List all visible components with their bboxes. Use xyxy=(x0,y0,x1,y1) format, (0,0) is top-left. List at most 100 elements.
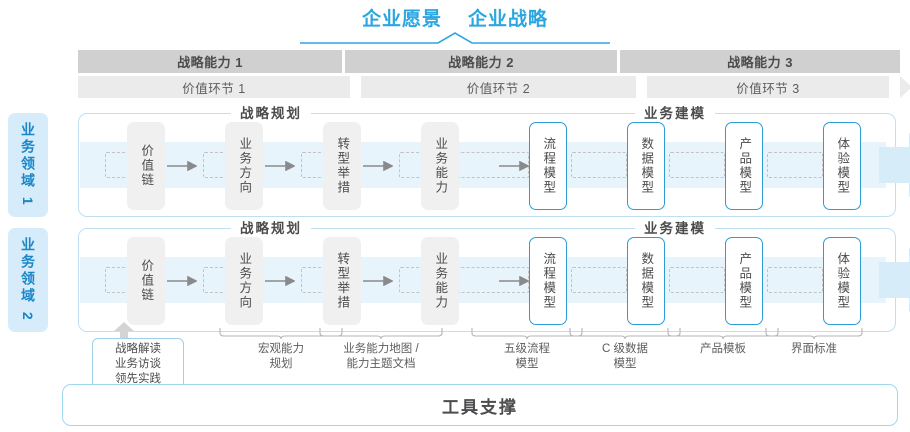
node-business-direction-1[interactable]: 业务方向 xyxy=(225,122,263,210)
domain-label-2[interactable]: 业务领域 2 xyxy=(8,228,48,332)
node-label: 体验模型 xyxy=(835,252,850,310)
node-transformation-measures-2[interactable]: 转型举措 xyxy=(323,237,361,325)
flow-arrow-icon xyxy=(167,276,197,286)
annotation-brace-icon xyxy=(765,328,863,340)
annotation-line: 业务能力地图 / xyxy=(343,343,419,355)
annotation-line: 五级流程 xyxy=(504,343,550,355)
node-data-model-2[interactable]: 数据模型 xyxy=(627,237,665,325)
annotation-line: 产品模板 xyxy=(700,343,746,355)
domain-row-1: 战略规划 业务建模 价值链 业务方向 转型举措 业务能力 流程模型 数 xyxy=(78,105,910,217)
node-label: 产品模型 xyxy=(737,252,752,310)
dashed-segment xyxy=(767,152,823,178)
node-business-capability-1[interactable]: 业务能力 xyxy=(421,122,459,210)
node-experience-model-1[interactable]: 体验模型 xyxy=(823,122,861,210)
dashed-segment xyxy=(669,267,725,293)
annotation-line: 规划 xyxy=(269,358,293,370)
annotation-brace-icon xyxy=(667,328,779,340)
node-label: 转型举措 xyxy=(335,137,350,195)
flow-arrow-icon xyxy=(265,161,295,171)
node-process-model-1[interactable]: 流程模型 xyxy=(529,122,567,210)
title-enterprise-vision: 企业愿景 xyxy=(361,9,442,30)
section-title-business-modeling-2: 业务建模 xyxy=(635,220,715,238)
capability-cell-1[interactable]: 战略能力 1 xyxy=(78,50,342,73)
dashed-segment xyxy=(399,152,529,178)
node-business-direction-2[interactable]: 业务方向 xyxy=(225,237,263,325)
section-title-strategy-planning-2: 战略规划 xyxy=(231,220,311,238)
annotation-line: 宏观能力 xyxy=(258,343,304,355)
flow-arrow-icon xyxy=(363,161,393,171)
node-label: 价值链 xyxy=(139,144,154,188)
value-chain-label-1: 价值环节 1 xyxy=(182,81,246,96)
annotation-ui-standard: 界面标准 xyxy=(764,342,864,357)
annotation-brace-icon xyxy=(319,328,443,340)
dashed-segment xyxy=(571,267,627,293)
diagram-title-group: 企业愿景 企业战略 xyxy=(0,4,910,31)
node-label: 业务能力 xyxy=(433,252,448,310)
dashed-segment xyxy=(669,152,725,178)
annotation-line: 能力主题文档 xyxy=(346,358,416,370)
dashed-segment xyxy=(571,152,627,178)
node-label: 业务能力 xyxy=(433,137,448,195)
node-label: 数据模型 xyxy=(639,252,654,310)
flow-arrow-icon xyxy=(167,161,197,171)
section-title-business-modeling-1: 业务建模 xyxy=(635,105,715,123)
chevron-notch-icon xyxy=(350,76,361,98)
annotation-macro-capability-planning: 宏观能力 规划 xyxy=(218,342,344,372)
section-title-strategy-planning-1: 战略规划 xyxy=(231,105,311,123)
node-label: 流程模型 xyxy=(541,137,556,195)
capability-cell-3[interactable]: 战略能力 3 xyxy=(620,50,900,73)
flow-arrow-icon xyxy=(499,276,529,286)
node-label: 价值链 xyxy=(139,259,154,303)
node-label: 体验模型 xyxy=(835,137,850,195)
flow-arrow-icon xyxy=(265,276,295,286)
title-enterprise-strategy: 企业战略 xyxy=(468,9,549,30)
node-value-chain-1[interactable]: 价值链 xyxy=(127,122,165,210)
node-label: 数据模型 xyxy=(639,137,654,195)
node-experience-model-2[interactable]: 体验模型 xyxy=(823,237,861,325)
value-chain-cell-1[interactable]: 价值环节 1 xyxy=(78,76,361,98)
node-value-chain-2[interactable]: 价值链 xyxy=(127,237,165,325)
node-label: 业务方向 xyxy=(237,137,252,195)
node-business-capability-2[interactable]: 业务能力 xyxy=(421,237,459,325)
annotation-five-level-process-model: 五级流程 模型 xyxy=(470,342,584,372)
annotation-line: 模型 xyxy=(613,358,637,370)
value-chain-cell-3[interactable]: 价值环节 3 xyxy=(647,76,889,98)
node-product-model-2[interactable]: 产品模型 xyxy=(725,237,763,325)
value-chain-cell-2[interactable]: 价值环节 2 xyxy=(361,76,647,98)
value-chain-label-3: 价值环节 3 xyxy=(736,81,800,96)
node-label: 产品模型 xyxy=(737,137,752,195)
annotation-line: 界面标准 xyxy=(791,343,837,355)
annotation-group: 战略解读 业务访谈 领先实践 宏观能力 规划 业务能力地图 / 能力主题文档 五… xyxy=(0,322,910,391)
domain-row-2: 战略规划 业务建模 价值链 业务方向 转型举措 业务能力 流程模型 数据模型 产… xyxy=(78,220,910,332)
node-product-model-1[interactable]: 产品模型 xyxy=(725,122,763,210)
domain-label-2-text: 业务领域 2 xyxy=(20,237,36,323)
node-data-model-1[interactable]: 数据模型 xyxy=(627,122,665,210)
dashed-segment xyxy=(399,267,529,293)
annotation-line: C 级数据 xyxy=(602,343,648,355)
value-chain-arrow-tip-icon xyxy=(900,76,910,98)
capability-cell-2[interactable]: 战略能力 2 xyxy=(345,50,617,73)
tool-support-label: 工具支撑 xyxy=(442,397,518,417)
annotation-c-level-data-model: C 级数据 模型 xyxy=(568,342,682,372)
flow-arrow-icon xyxy=(363,276,393,286)
annotation-line: 战略解读 xyxy=(115,343,161,355)
node-process-model-2[interactable]: 流程模型 xyxy=(529,237,567,325)
node-transformation-measures-1[interactable]: 转型举措 xyxy=(323,122,361,210)
value-chain-row: 价值环节 1 价值环节 2 价值环节 3 xyxy=(78,76,910,98)
domain-label-1[interactable]: 业务领域 1 xyxy=(8,113,48,217)
tool-support-footer[interactable]: 工具支撑 xyxy=(62,384,898,426)
annotation-line: 模型 xyxy=(515,358,539,370)
annotation-strategy-inputs[interactable]: 战略解读 业务访谈 领先实践 xyxy=(92,338,184,391)
band-arrow-icon xyxy=(879,133,910,197)
band-arrow-icon xyxy=(879,248,910,312)
capability-bar-group: 战略能力 1 战略能力 2 战略能力 3 价值环节 1 价值环节 2 价值环节 … xyxy=(78,50,910,98)
node-label: 业务方向 xyxy=(237,252,252,310)
process-band-1 xyxy=(79,133,910,197)
node-label: 转型举措 xyxy=(335,252,350,310)
annotation-up-arrow-icon xyxy=(114,322,134,342)
annotation-line: 领先实践 xyxy=(115,373,161,385)
dashed-segment xyxy=(767,267,823,293)
process-band-2 xyxy=(79,248,910,312)
title-connector-icon xyxy=(300,32,610,44)
